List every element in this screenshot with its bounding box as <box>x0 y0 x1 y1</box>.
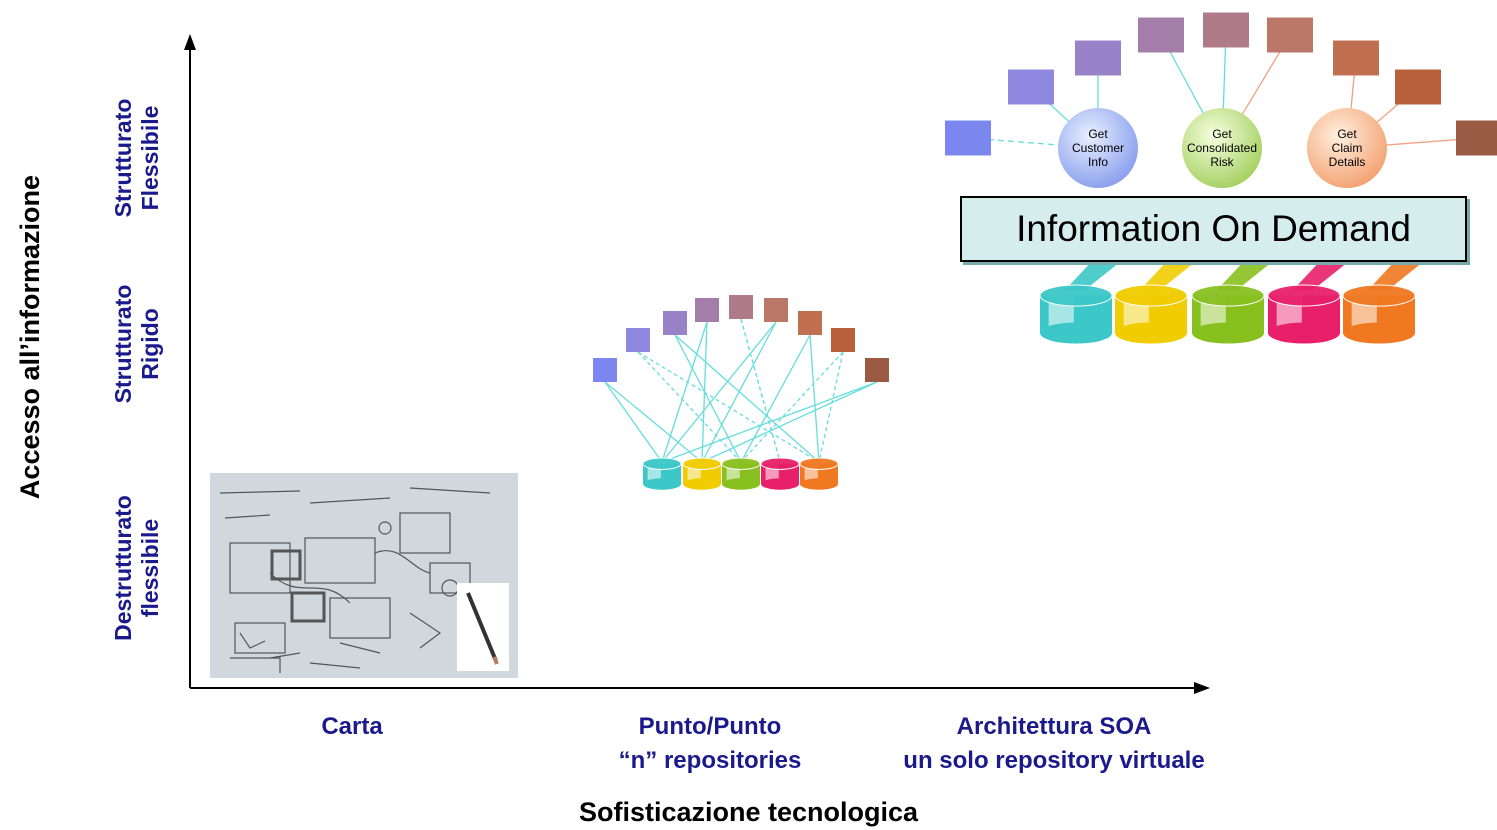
soa-app-box <box>1075 40 1121 76</box>
p2p-app-box <box>593 358 617 382</box>
p2p-connector-line <box>661 321 708 463</box>
p2p-repository-cylinder <box>682 457 722 490</box>
p2p-connector-line <box>701 321 708 463</box>
soa-repository-cylinder <box>1114 284 1188 344</box>
soa-app-box <box>1456 120 1497 156</box>
soa-app-box <box>1333 40 1379 76</box>
soa-funnel <box>1140 258 1200 290</box>
p2p-connector-line <box>637 351 820 463</box>
information-on-demand-banner: Information On Demand <box>960 196 1467 262</box>
p2p-connector-line <box>809 334 820 463</box>
p2p-app-box <box>798 311 822 335</box>
x-axis-arrow <box>1194 682 1210 694</box>
p2p-app-box <box>865 358 889 382</box>
service-line2: Claim <box>1331 141 1363 155</box>
p2p-connector-line <box>661 321 777 463</box>
service-line2: Customer <box>1071 141 1124 155</box>
service-get-customer-info: Get Customer Info <box>1058 108 1138 188</box>
service-get-consolidated-risk: Get Consolidated Risk <box>1182 108 1262 188</box>
soa-app-box <box>1395 69 1441 105</box>
service-line2: Consolidated <box>1186 141 1258 155</box>
soa-repository-cylinder <box>1191 284 1265 344</box>
service-line3: Risk <box>1210 155 1234 169</box>
soa-repository-cylinder <box>1342 284 1416 344</box>
p2p-app-box <box>663 311 687 335</box>
soa-funnel <box>1368 258 1428 290</box>
soa-repository-cylinder <box>1039 284 1113 344</box>
x-category-line1: Punto/Punto <box>638 713 782 740</box>
p2p-connector-line <box>818 351 844 463</box>
p2p-connector-line <box>604 381 703 463</box>
p2p-connectors <box>604 318 878 463</box>
p2p-connector-line <box>604 381 663 463</box>
p2p-connector-line <box>701 381 878 463</box>
soa-app-box <box>1138 17 1184 53</box>
soa-funnel <box>1217 258 1277 290</box>
soa-app-box <box>1008 69 1054 105</box>
x-category-line1: Carta <box>321 713 383 740</box>
y-axis-arrow <box>184 34 196 50</box>
service-get-claim-details: Get Claim Details <box>1307 108 1387 188</box>
p2p-repository-cylinder <box>760 457 800 490</box>
sketch-drawing <box>210 473 518 678</box>
p2p-repository-cylinder <box>799 457 839 490</box>
service-line3: Details <box>1328 155 1366 169</box>
p2p-repository-cylinder <box>721 457 761 490</box>
x-category-punto: Punto/Punto “n” repositories <box>560 710 860 778</box>
service-line3: Info <box>1087 155 1108 169</box>
p2p-app-box <box>626 328 650 352</box>
service-line1: Get <box>1088 127 1108 141</box>
x-category-carta: Carta <box>252 710 452 744</box>
x-category-line1: Architettura SOA <box>956 713 1152 740</box>
soa-funnel <box>1065 258 1125 290</box>
p2p-connector-line <box>740 318 781 463</box>
x-category-soa: Architettura SOA un solo repository virt… <box>854 710 1254 778</box>
x-category-line2: “n” repositories <box>618 747 802 774</box>
p2p-app-box <box>729 295 753 319</box>
service-line1: Get <box>1337 127 1357 141</box>
x-category-line2: un solo repository virtuale <box>903 747 1205 774</box>
pencil <box>466 592 498 662</box>
soa-app-box <box>1267 17 1313 53</box>
p2p-app-box <box>831 328 855 352</box>
service-line1: Get <box>1212 127 1232 141</box>
p2p-connector-line <box>674 334 742 463</box>
x-axis-title: Sofisticazione tecnologica <box>578 797 919 827</box>
soa-app-box <box>1203 12 1249 48</box>
p2p-connector-line <box>740 334 811 463</box>
p2p-connector-line <box>674 334 820 463</box>
p2p-app-box <box>764 298 788 322</box>
p2p-connector-line <box>661 381 878 463</box>
p2p-connector-line <box>701 321 777 463</box>
soa-funnel <box>1293 258 1353 290</box>
soa-app-box <box>945 120 991 156</box>
soa-repository-cylinder <box>1267 284 1341 344</box>
p2p-repository-cylinder <box>642 457 682 490</box>
p2p-app-box <box>695 298 719 322</box>
paper-sketch-image <box>210 473 518 678</box>
